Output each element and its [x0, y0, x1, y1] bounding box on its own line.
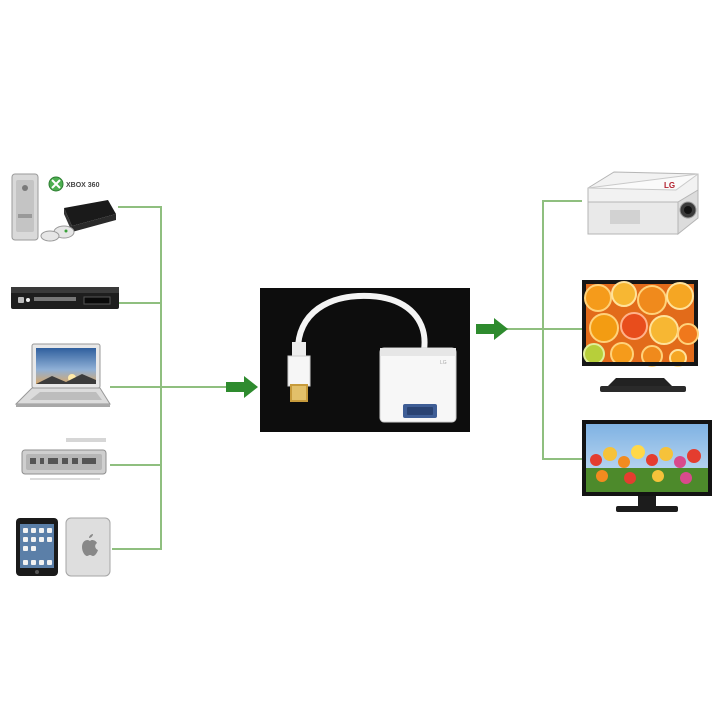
dvd-player-icon	[11, 287, 119, 309]
source-branch-dvd	[118, 302, 162, 304]
monitor-icon	[582, 420, 712, 512]
source-branch-xbox	[118, 206, 162, 208]
arrow-right-icon	[476, 318, 508, 340]
game-console-icon: XBOX 360	[11, 173, 116, 242]
tablet-icon	[16, 517, 111, 577]
source-branch-laptop	[110, 386, 162, 388]
display-branch-tv	[506, 328, 582, 330]
adapter-logo-text: LG	[440, 360, 447, 366]
source-branch-ipad	[112, 548, 162, 550]
display-bus-line	[542, 200, 544, 460]
arrow-shape	[476, 318, 508, 340]
projector-icon: LG	[587, 171, 699, 236]
display-branch-monitor	[542, 458, 582, 460]
arrow-shape	[226, 376, 258, 398]
tv-icon	[582, 280, 699, 392]
projector-brand-text: LG	[664, 181, 675, 190]
arrow-right-icon	[226, 376, 258, 398]
source-branch-macmini	[110, 464, 162, 466]
source-to-arrow-line	[160, 386, 228, 388]
hdmi-to-vga-adapter-icon: LG	[260, 288, 470, 432]
display-branch-projector	[542, 200, 582, 202]
source-bus-line	[160, 206, 162, 549]
desktop-box-icon	[21, 438, 107, 480]
laptop-icon	[14, 343, 111, 407]
xbox-badge-text: XBOX 360	[66, 182, 100, 189]
